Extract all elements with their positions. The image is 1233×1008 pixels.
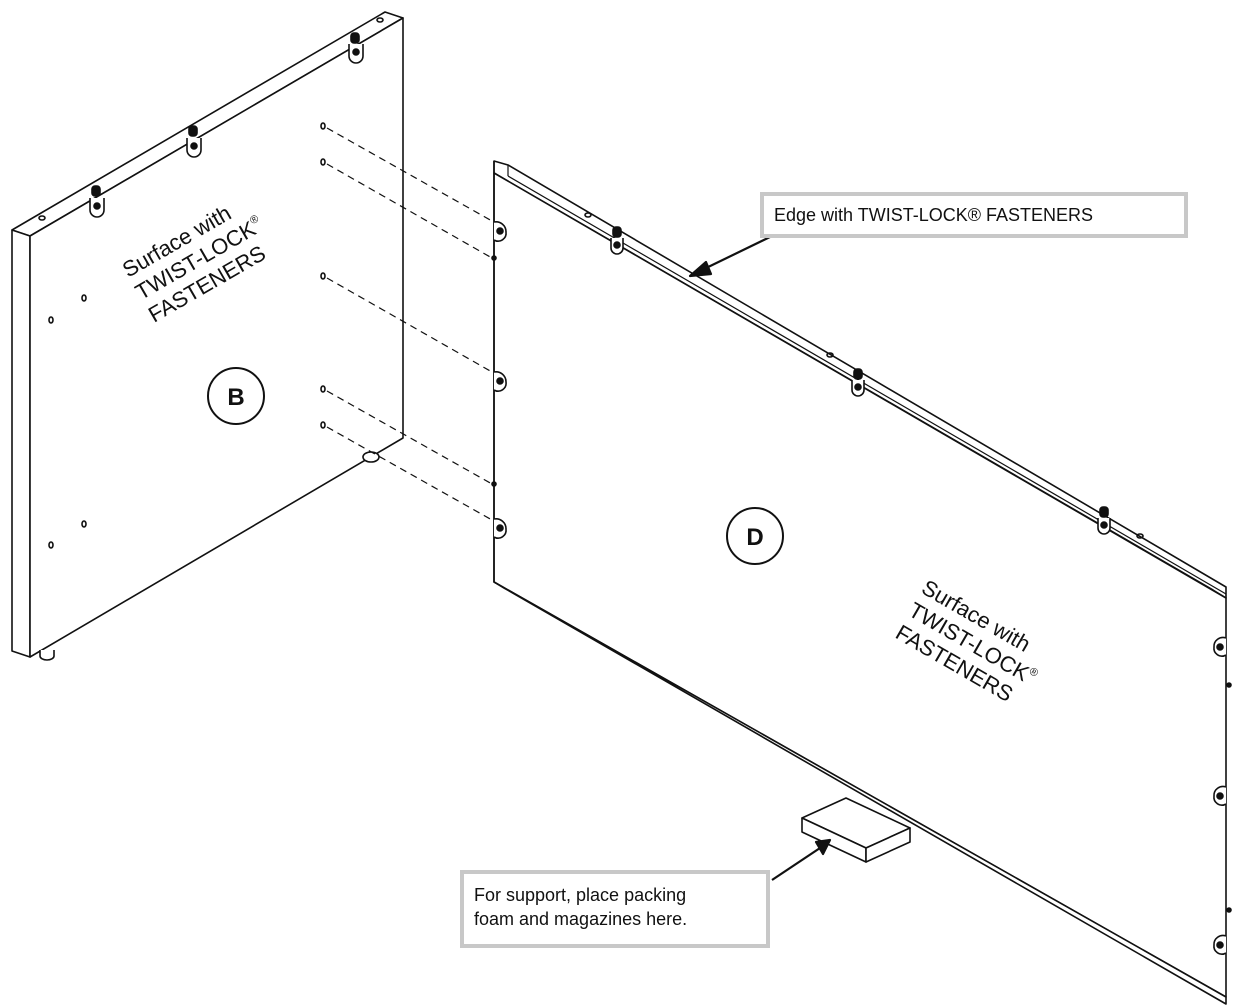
panel-b-top-hole (38, 215, 46, 221)
panel-b-face-hole (320, 272, 326, 280)
support-arrow-line (771, 847, 821, 881)
alignment-lines (326, 127, 493, 521)
panel-d-top-fastener (851, 368, 865, 397)
panel-d-edge-pin (491, 255, 497, 261)
panel-d-edge-fastener (1213, 934, 1227, 955)
panel-b-top-fastener (348, 32, 364, 64)
panel-b-top-hole (376, 17, 384, 23)
edge-arrow-line (701, 235, 773, 271)
panel-b-foot (39, 650, 55, 661)
panel-b-face-hole (320, 385, 326, 393)
panel-b-face-hole (320, 421, 326, 429)
panel-b-face (29, 17, 404, 658)
edge-callout-text: Edge with TWIST-LOCK® FASTENERS (774, 205, 1094, 225)
panel-d-edge-fastener (493, 371, 507, 392)
callout-arrows (688, 235, 832, 881)
panel-d-edge-fastener (493, 518, 507, 539)
support-arrow-head (814, 838, 832, 856)
panel-b-face-hole (320, 158, 326, 166)
panel-d-edge-fastener (493, 221, 507, 242)
panel-b-face-hole (81, 294, 87, 302)
panel-d-edge-fastener (1213, 785, 1227, 806)
panel-b-top-fastener (186, 125, 202, 158)
panel-d-top-fastener (1097, 506, 1111, 535)
edge-callout: Edge with TWIST-LOCK® FASTENERS (760, 192, 1188, 238)
panel-d-edge-pin (491, 481, 497, 487)
panel-d-top-fastener (610, 226, 624, 255)
panel-d-top-hole (1136, 533, 1144, 539)
panel-b-label-circle (207, 367, 265, 425)
panel-b-face-hole (320, 122, 326, 130)
panel-b-face-hole (81, 520, 87, 528)
panel-d-top-hole (584, 212, 592, 218)
panel-b-face-hole (48, 541, 54, 549)
panel-d-letter: D (746, 524, 763, 551)
panel-d-edge-pin (1226, 682, 1232, 688)
panel-d-edge-pin (1226, 907, 1232, 913)
support-callout-line: For support, place packing (474, 885, 687, 905)
panel-b-face-hole (48, 316, 54, 324)
panel-d-bottom-edge (493, 581, 1227, 1005)
support-callout: For support, place packing foam and maga… (460, 870, 770, 948)
panel-d (491, 160, 1232, 1005)
edge-arrow-head (688, 260, 713, 278)
panel-d-label-circle (726, 507, 784, 565)
panel-d-top-hole (826, 352, 834, 358)
panel-b-top-fastener (89, 185, 105, 218)
panel-b-side-edge (11, 229, 31, 658)
panel-d-edge-fastener (1213, 636, 1227, 657)
panel-b (11, 11, 404, 661)
support-callout-line: foam and magazines here. (474, 909, 688, 929)
panel-b-foot (362, 451, 380, 463)
foam-block (801, 797, 911, 863)
panel-b-letter: B (227, 384, 244, 411)
